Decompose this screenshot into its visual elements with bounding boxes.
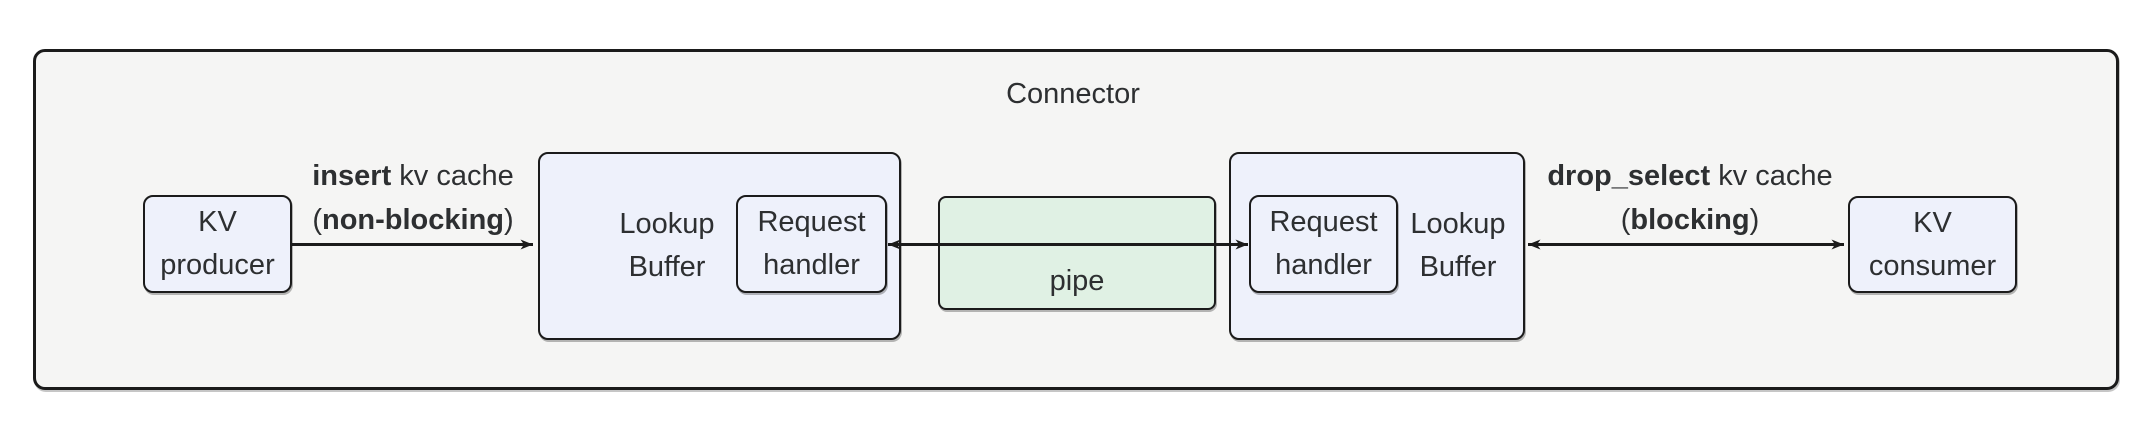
- node-request-handler-left: Request handler: [736, 195, 887, 293]
- request-handler-left-line2: handler: [763, 249, 860, 281]
- kv-producer-line2: producer: [160, 249, 275, 281]
- insert-mode: non-blocking: [321, 204, 505, 236]
- kv-producer-label: KV producer: [160, 201, 274, 287]
- connector-title: Connector: [1006, 78, 1140, 110]
- drop-select-rest: kv cache: [1710, 160, 1833, 192]
- node-kv-consumer: KV consumer: [1848, 196, 2017, 293]
- lookup-buffer-right-line1: Lookup: [1410, 208, 1506, 240]
- drop-select-edge-label: drop_select kv cache (blocking): [1490, 154, 1890, 242]
- request-handler-right-label: Request handler: [1269, 201, 1377, 287]
- drop-select-edge-label-line2: (blocking): [1620, 204, 1760, 236]
- drop-select-keyword: drop_select: [1547, 160, 1711, 192]
- node-pipe: [938, 196, 1216, 310]
- insert-keyword: insert: [312, 160, 392, 192]
- request-handler-left-label: Request handler: [757, 201, 865, 287]
- pipe-label: pipe: [1049, 265, 1105, 297]
- insert-edge-label: insert kv cache (non-blocking): [233, 154, 593, 242]
- lookup-buffer-left-line2: Buffer: [628, 251, 706, 283]
- insert-edge-label-line2: (non-blocking): [312, 204, 514, 236]
- kv-consumer-line1: KV: [1913, 206, 1952, 239]
- node-kv-producer: KV producer: [143, 195, 292, 293]
- lookup-buffer-right-line2: Buffer: [1419, 251, 1497, 283]
- lookup-buffer-right-label: Lookup Buffer: [1378, 152, 1538, 340]
- lookup-buffer-left-label: Lookup Buffer: [567, 152, 767, 340]
- insert-edge-label-line1: insert kv cache: [233, 154, 593, 198]
- kv-producer-line1: KV: [198, 206, 237, 238]
- node-request-handler-right: Request handler: [1249, 195, 1398, 293]
- drop-select-mode: blocking: [1630, 204, 1750, 236]
- request-handler-right-line1: Request: [1269, 206, 1378, 238]
- request-handler-right-line2: handler: [1275, 249, 1372, 281]
- lookup-buffer-left-line1: Lookup: [619, 208, 715, 240]
- request-handler-left-line1: Request: [757, 206, 866, 238]
- insert-rest: kv cache: [391, 160, 514, 192]
- kv-consumer-label: KV consumer: [1869, 202, 1996, 288]
- kv-consumer-line2: consumer: [1868, 249, 1997, 282]
- drop-select-edge-label-line1: drop_select kv cache: [1490, 154, 1890, 198]
